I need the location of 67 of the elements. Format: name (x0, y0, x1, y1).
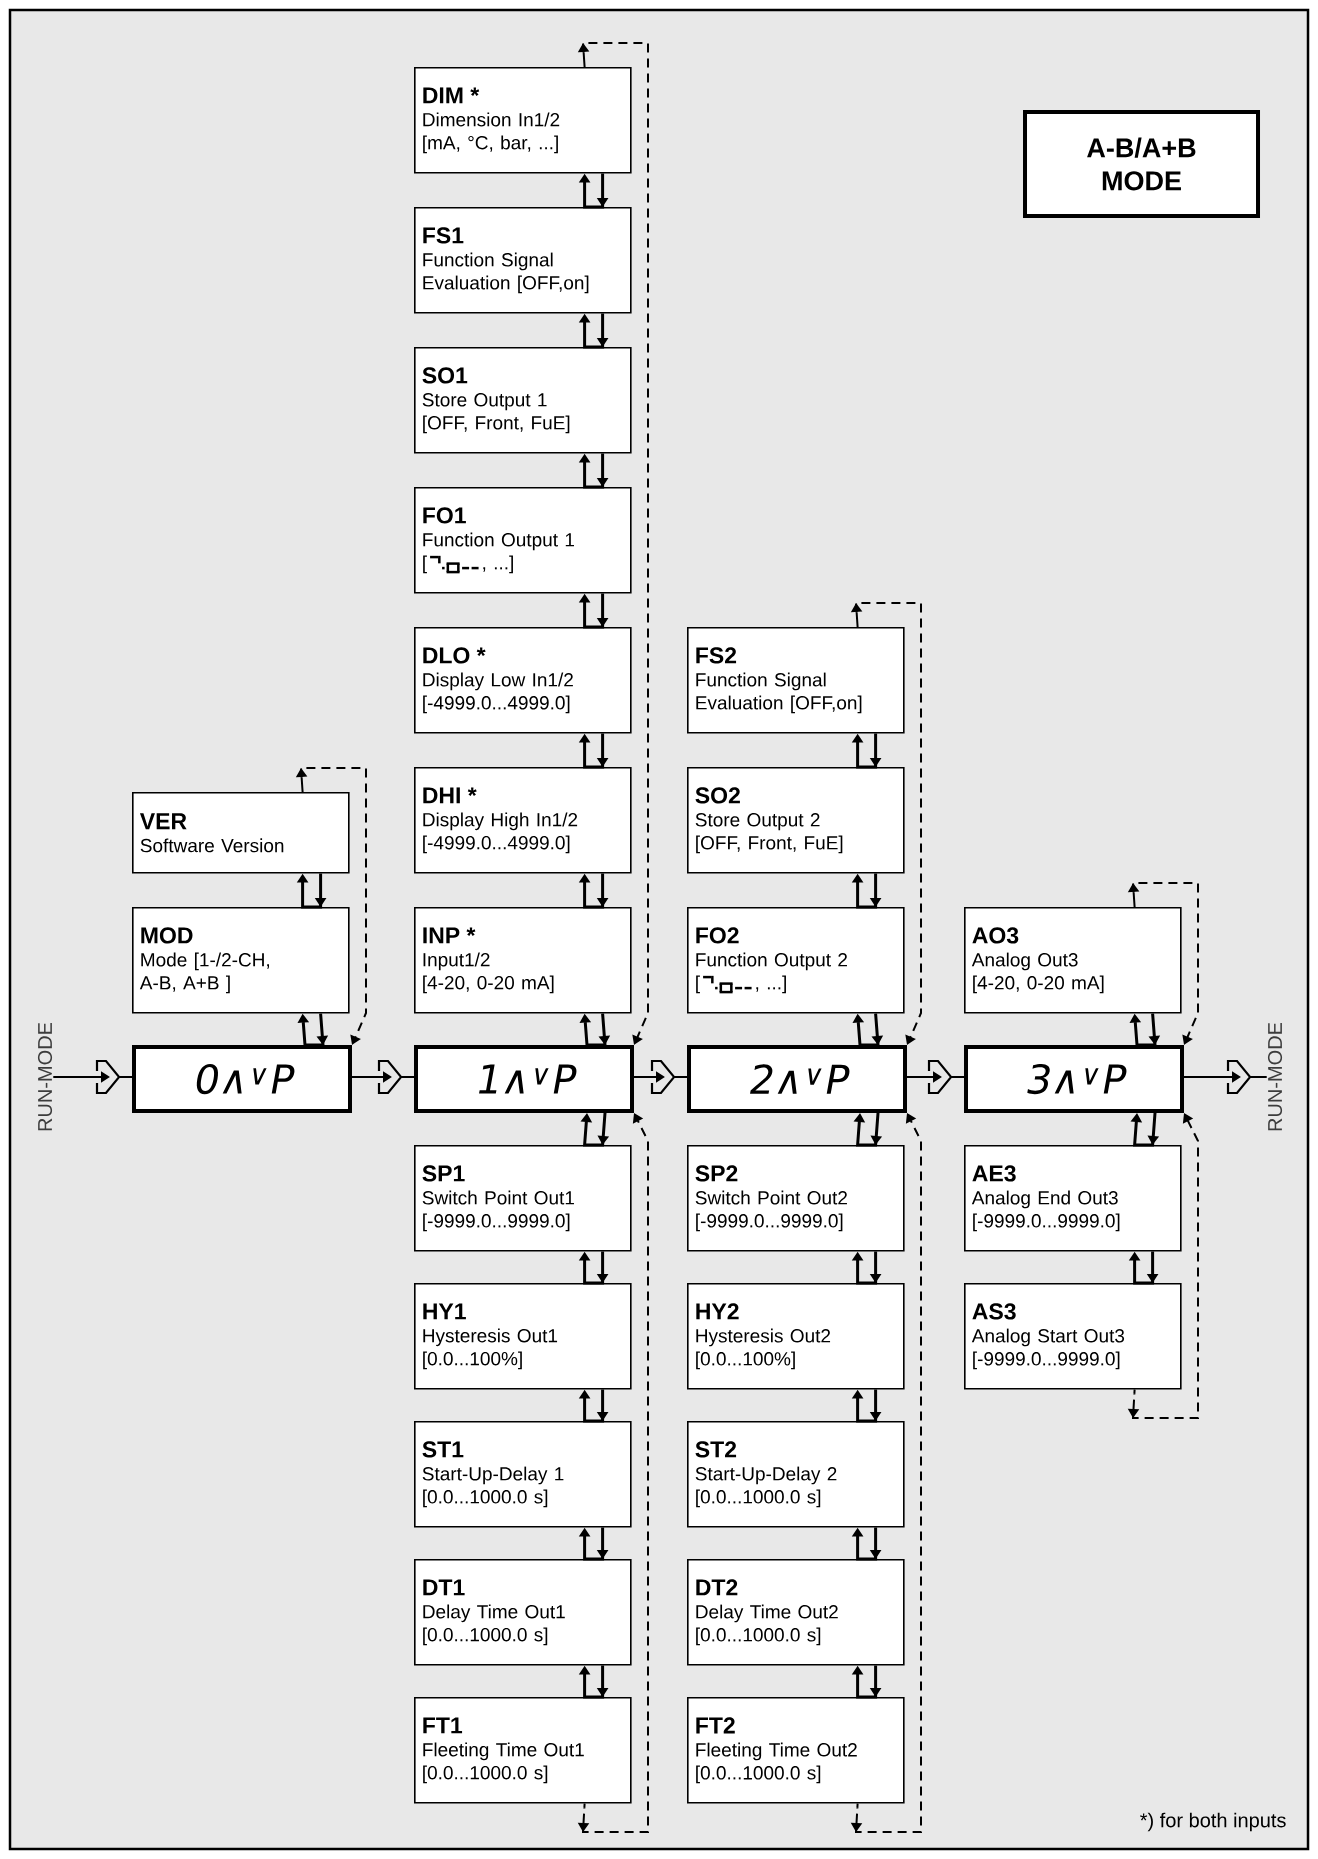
up-down-arrows (578, 172, 609, 209)
menu-box: AO3 Analog Out3 [4-20, 0-20 mA] (964, 907, 1182, 1014)
up-down-arrows (1128, 1250, 1159, 1285)
up-down-arrows (578, 1526, 609, 1561)
enter-arrow (632, 1059, 689, 1095)
up-down-arrows (578, 1388, 609, 1423)
up-down-arrows (579, 1012, 611, 1047)
mode-box: A-B/A+B MODE (1023, 110, 1260, 218)
menu-box: HY2 Hysteresis Out2 [0.0...100%] (687, 1283, 905, 1390)
menu-box: DIM * Dimension In1/2 [mA, °C, bar, ...] (414, 67, 632, 174)
menu-box: SP2 Switch Point Out2 [-9999.0...9999.0] (687, 1145, 905, 1252)
menu-box: FS2 Function Signal Evaluation [OFF,on] (687, 627, 905, 734)
up-down-arrows (851, 1388, 882, 1423)
menu-box: DT1 Delay Time Out1 [0.0...1000.0 s] (414, 1559, 632, 1666)
up-down-arrows (851, 872, 882, 909)
menu-box: ST1 Start-Up-Delay 1 [0.0...1000.0 s] (414, 1421, 632, 1528)
display-box: 0∧$^{∨}$P (132, 1045, 352, 1113)
up-down-arrows (851, 1664, 882, 1699)
up-down-arrows (578, 732, 609, 769)
display-box: 2∧$^{∨}$P (687, 1045, 907, 1113)
up-down-arrows (578, 872, 609, 909)
up-down-arrows (578, 592, 609, 629)
menu-box: HY1 Hysteresis Out1 [0.0...100%] (414, 1283, 632, 1390)
menu-box: VER Software Version (132, 792, 350, 874)
menu-box: FT2 Fleeting Time Out2 [0.0...1000.0 s] (687, 1697, 905, 1804)
display-box: 3∧$^{∨}$P (964, 1045, 1184, 1113)
display-box: 1∧$^{∨}$P (414, 1045, 634, 1113)
up-down-arrows (851, 732, 882, 769)
menu-box: AE3 Analog End Out3 [-9999.0...9999.0] (964, 1145, 1182, 1252)
menu-box: DT2 Delay Time Out2 [0.0...1000.0 s] (687, 1559, 905, 1666)
menu-box: INP * Input1/2 [4-20, 0-20 mA] (414, 907, 632, 1014)
up-down-arrows (1129, 1012, 1161, 1047)
enter-arrow (350, 1059, 416, 1095)
enter-arrow (905, 1059, 966, 1095)
up-down-arrows (578, 452, 609, 489)
up-down-arrows (1130, 1111, 1160, 1147)
up-down-arrows (297, 1012, 329, 1047)
up-down-arrows (852, 1012, 884, 1047)
menu-box: MOD Mode [1-/2-CH, A-B, A+B ] (132, 907, 350, 1014)
menu-box: FO2 Function Output 2 [ , ...] (687, 907, 905, 1014)
menu-box: FO1 Function Output 1 [ , ...] (414, 487, 632, 594)
up-down-arrows (580, 1111, 610, 1147)
run-mode-label: RUN-MODE (1267, 1022, 1283, 1131)
up-down-arrows (296, 872, 327, 909)
up-down-arrows (578, 1250, 609, 1285)
up-down-arrows (851, 1526, 882, 1561)
dashed-return-arrow (1127, 882, 1199, 1045)
dashed-return-arrow (850, 602, 922, 1045)
footnote: *) for both inputs (1140, 1812, 1286, 1832)
up-down-arrows (578, 1664, 609, 1699)
menu-box: SP1 Switch Point Out1 [-9999.0...9999.0] (414, 1145, 632, 1252)
menu-box: AS3 Analog Start Out3 [-9999.0...9999.0] (964, 1283, 1182, 1390)
menu-box: FS1 Function Signal Evaluation [OFF,on] (414, 207, 632, 314)
menu-box: SO2 Store Output 2 [OFF, Front, FuE] (687, 767, 905, 874)
run-mode-label: RUN-MODE (37, 1022, 53, 1131)
dashed-return-arrow (295, 767, 367, 1045)
dashed-return-arrow (577, 42, 649, 1045)
up-down-arrows (853, 1111, 883, 1147)
menu-box: ST2 Start-Up-Delay 2 [0.0...1000.0 s] (687, 1421, 905, 1528)
enter-arrow (1182, 1059, 1268, 1095)
menu-box: DHI * Display High In1/2 [-4999.0...4999.0] (414, 767, 632, 874)
menu-box: FT1 Fleeting Time Out1 [0.0...1000.0 s] (414, 1697, 632, 1804)
menu-box: SO1 Store Output 1 [OFF, Front, FuE] (414, 347, 632, 454)
enter-arrow (52, 1059, 134, 1095)
menu-box: DLO * Display Low In1/2 [-4999.0...4999.0] (414, 627, 632, 734)
up-down-arrows (851, 1250, 882, 1285)
up-down-arrows (578, 312, 609, 349)
